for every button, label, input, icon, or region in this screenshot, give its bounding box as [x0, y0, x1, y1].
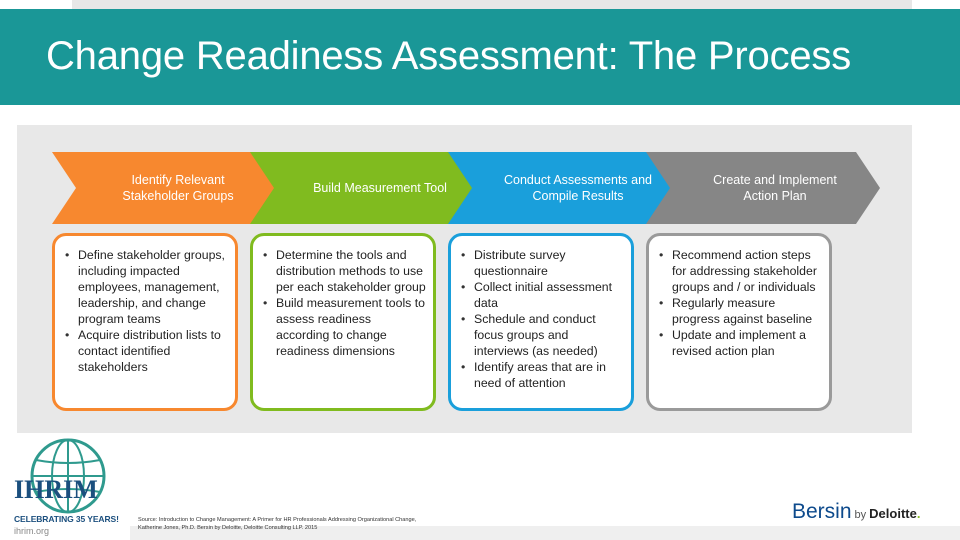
title-band	[0, 9, 960, 105]
step-2-box: Determine the tools and distribution met…	[250, 233, 436, 411]
step-4-bullet: Update and implement a revised action pl…	[657, 327, 823, 359]
step-2-bullet: Determine the tools and distribution met…	[261, 247, 427, 295]
brand-deloitte: Deloitte	[869, 506, 917, 521]
step-4-bullet: Regularly measure progress against basel…	[657, 295, 823, 327]
step-3-bullet: Identify areas that are in need of atten…	[459, 359, 625, 391]
step-3-heading: Conduct Assessments and Compile Results	[504, 173, 652, 203]
step-1-bullet: Define stakeholder groups, including imp…	[63, 247, 229, 327]
step-3-bullet: Schedule and conduct focus groups and in…	[459, 311, 625, 359]
step-1-bullet: Acquire distribution lists to contact id…	[63, 327, 229, 375]
brand-by: by	[854, 509, 867, 521]
ihrim-logo-text: IHRIM	[14, 475, 98, 504]
source-strip	[130, 526, 960, 540]
step-3-bullet: Distribute survey questionnaire	[459, 247, 625, 279]
chevron-step-2	[250, 152, 484, 224]
step-4-box: Recommend action steps for addressing st…	[646, 233, 832, 411]
slide-title: Change Readiness Assessment: The Process	[46, 34, 852, 78]
brand-dot: .	[916, 506, 921, 521]
step-3-bullet: Collect initial assessment data	[459, 279, 625, 311]
step-4-heading: Create and Implement Action Plan	[713, 173, 837, 203]
step-2-bullet: Build measurement tools to assess readin…	[261, 295, 427, 359]
source-citation: Source: Introduction to Change Managemen…	[138, 516, 416, 532]
celebrating-text: CELEBRATING 35 YEARS!	[14, 514, 119, 524]
ihrim-logo: IHRIM	[14, 438, 106, 514]
top-strip	[72, 0, 912, 9]
step-4-bullet: Recommend action steps for addressing st…	[657, 247, 823, 295]
site-text: ihrim.org	[14, 526, 50, 536]
brand-main: Bersin	[792, 500, 852, 523]
step-2-heading: Build Measurement Tool	[313, 181, 447, 195]
source-line-2: Katherine Jones, Ph.D. Bersin by Deloitt…	[138, 525, 318, 531]
chevron-step-4	[646, 152, 880, 224]
chevron-step-3	[448, 152, 682, 224]
source-line-1: Source: Introduction to Change Managemen…	[138, 517, 417, 523]
step-1-heading: Identify Relevant Stakeholder Groups	[122, 173, 234, 203]
chevron-step-1	[52, 152, 286, 224]
step-3-box: Distribute survey questionnaire Collect …	[448, 233, 634, 411]
step-1-box: Define stakeholder groups, including imp…	[52, 233, 238, 411]
